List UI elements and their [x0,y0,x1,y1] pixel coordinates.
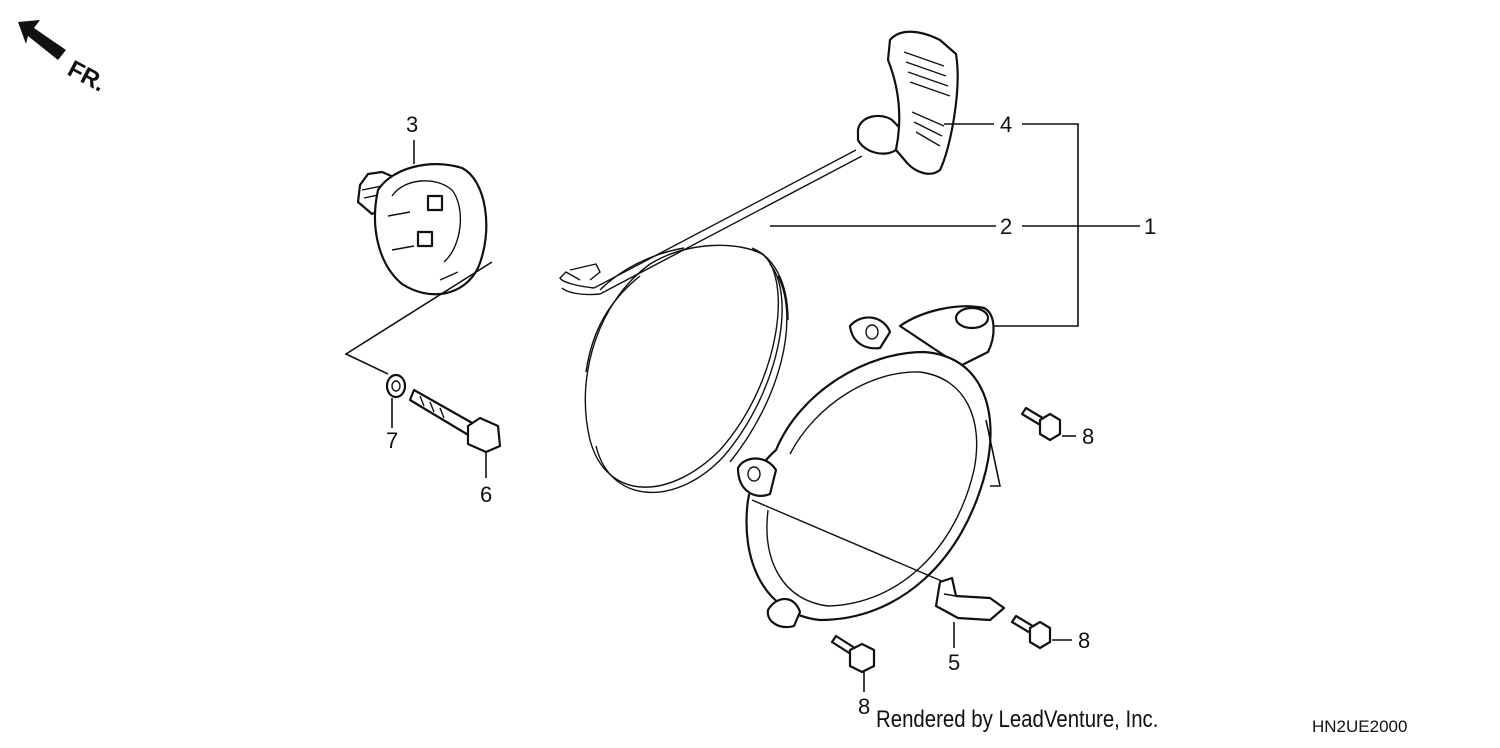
diagram-code: HN2UE2000 [1312,717,1408,736]
washer [385,373,407,399]
bolt-right [1010,614,1052,650]
leader-4-bracket [994,123,1079,327]
housing-edge-line [985,419,1001,487]
starter-pulley [356,163,488,296]
callout-4: 4 [1000,112,1012,137]
front-direction-label: FR. [63,55,110,97]
arrow-front-icon [18,20,66,60]
callout-5: 5 [948,650,960,675]
callout-7: 7 [386,428,398,453]
render-credit: Rendered by LeadVenture, Inc. [876,706,1159,733]
callout-8-right: 8 [1078,628,1090,653]
recoil-starter-housing [736,305,995,629]
callout-8-lower: 8 [858,694,870,719]
bolt-lower [830,634,876,674]
callout-8-upper: 8 [1082,424,1094,449]
flange-bolt [408,388,502,454]
starter-rope [559,149,863,494]
callout-2: 2 [1000,214,1012,239]
callout-6: 6 [480,482,492,507]
callout-3: 3 [406,112,418,137]
callout-1: 1 [1144,214,1156,239]
leader-3-bracket [344,261,493,375]
starter-grip [856,30,959,175]
rope-clamp [934,576,1006,622]
bolt-upper [1020,406,1062,442]
